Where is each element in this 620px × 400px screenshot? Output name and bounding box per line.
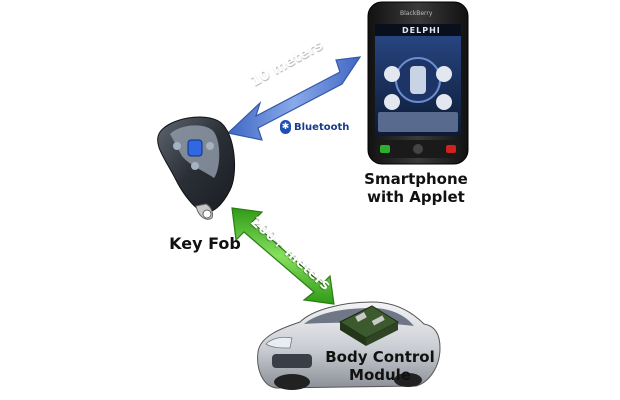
bluetooth-icon: ✱: [280, 120, 291, 134]
body-control-module-illustration: [338, 305, 400, 346]
bluetooth-label: Bluetooth: [294, 121, 350, 133]
phone-brand: BlackBerry: [400, 10, 433, 17]
bcm-label-line2: Module: [349, 366, 411, 384]
key-fob-illustration: [157, 116, 236, 220]
key-fob-label: Key Fob: [169, 234, 241, 253]
bluetooth-link-arrow: [226, 56, 362, 141]
smartphone-label: Smartphone with Applet: [350, 170, 482, 206]
long-range-link-arrow: [231, 207, 335, 305]
bluetooth-mark: ✱ Bluetooth: [280, 120, 349, 134]
phone-app-header: DELPHI: [402, 26, 441, 35]
smartphone-illustration: [367, 1, 469, 165]
bcm-label-line1: Body Control: [325, 348, 435, 366]
body-control-module-label: Body Control Module: [318, 348, 442, 384]
smartphone-label-line1: Smartphone: [364, 170, 468, 188]
smartphone-label-line2: with Applet: [367, 188, 465, 206]
